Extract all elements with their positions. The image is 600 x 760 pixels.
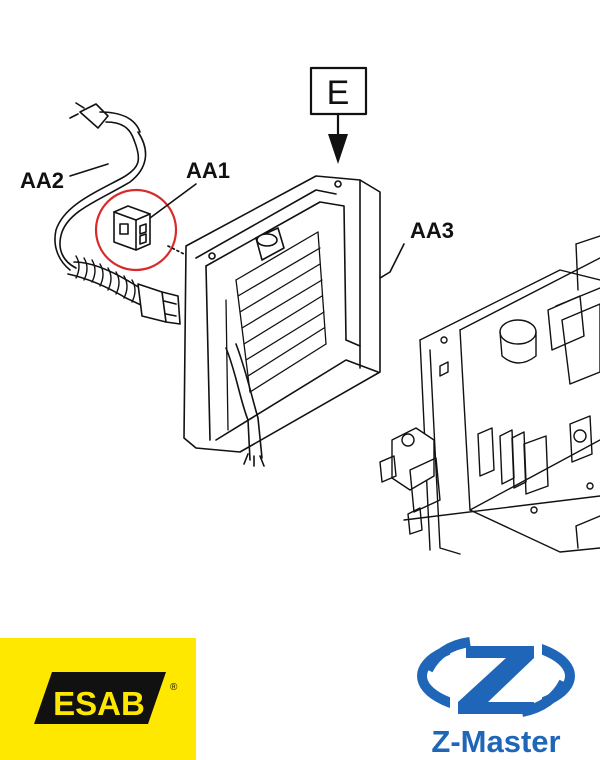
zmaster-logo: Z-Master xyxy=(410,632,590,760)
zmaster-z-icon xyxy=(417,636,575,718)
zmaster-logo-text: Z-Master xyxy=(431,724,561,759)
label-aa2: AA2 xyxy=(20,168,64,193)
connector-aa1: AA1 xyxy=(94,158,230,272)
label-aa1: AA1 xyxy=(186,158,230,183)
registered-mark: ® xyxy=(170,682,178,693)
esab-plate-icon xyxy=(34,672,166,724)
highlight-circle xyxy=(94,188,178,272)
label-e: E xyxy=(327,74,350,112)
parts-diagram: E AA2 AA1 xyxy=(20,66,600,555)
power-cable-aa2: AA2 xyxy=(20,102,181,325)
circuit-board xyxy=(379,235,600,555)
housing-aa3: AA3 xyxy=(183,175,454,467)
callout-e: E xyxy=(309,66,368,164)
label-aa3: AA3 xyxy=(410,218,454,243)
esab-logo: ESAB ® xyxy=(0,638,196,760)
esab-logo-text: ESAB xyxy=(53,685,145,722)
